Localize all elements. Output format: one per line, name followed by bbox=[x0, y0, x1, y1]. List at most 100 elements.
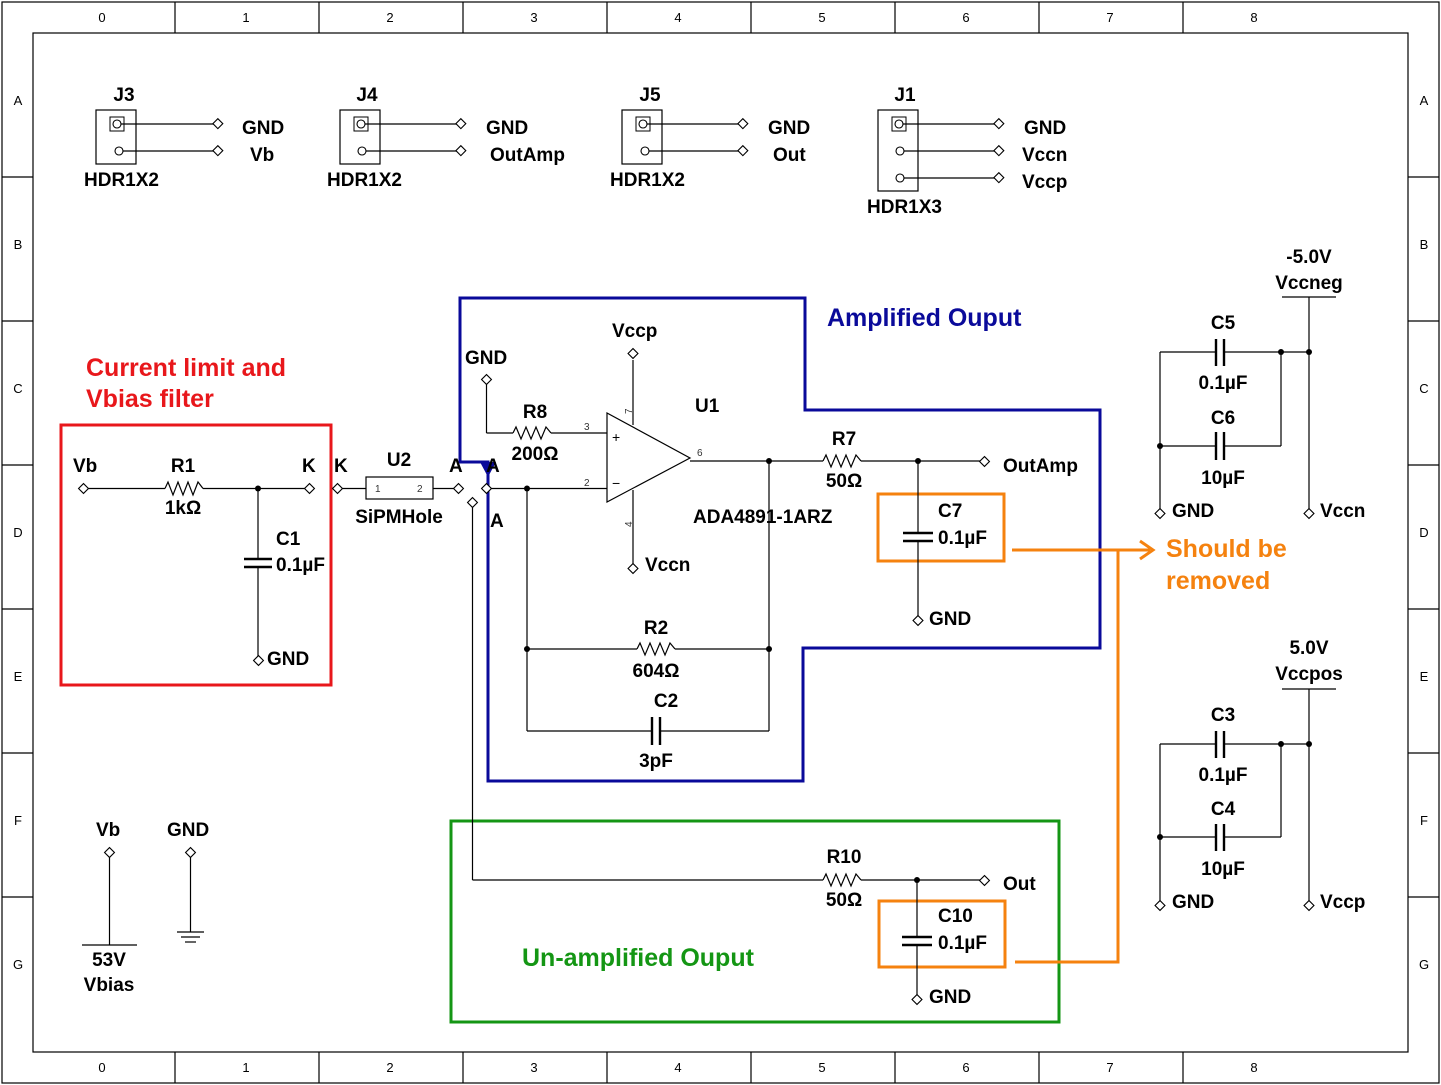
annotation-unamplified: Un-amplified Ouput bbox=[522, 944, 755, 972]
net-label-gnd: GND bbox=[929, 987, 971, 1008]
frame-row-label: E bbox=[14, 669, 23, 684]
u2-pin: 2 bbox=[417, 484, 423, 495]
connector-model: HDR1X2 bbox=[610, 170, 685, 191]
opamp-plus: + bbox=[612, 429, 620, 445]
sipm-u2[interactable]: K 1 2 U2 SiPMHole A bbox=[331, 450, 465, 528]
frame-col-label: 0 bbox=[98, 1060, 105, 1075]
c7-ref: C7 bbox=[938, 501, 962, 522]
connector-j3[interactable]: J3 GND Vb HDR1X2 bbox=[84, 85, 284, 191]
connector-j5[interactable]: J5 GND Out HDR1X2 bbox=[610, 85, 810, 191]
r1-ref: R1 bbox=[171, 456, 196, 477]
ground-icon bbox=[177, 931, 204, 943]
frame-row-label: B bbox=[14, 237, 23, 252]
frame-row-label: E bbox=[1420, 669, 1429, 684]
connector-pin-label: GND bbox=[1024, 118, 1066, 139]
r10-ref: R10 bbox=[827, 847, 862, 868]
frame-col-label: 5 bbox=[818, 1060, 825, 1075]
connector-j4[interactable]: J4 GND OutAmp HDR1X2 bbox=[327, 85, 565, 191]
c1-value: 0.1µF bbox=[276, 555, 325, 576]
connector-ref: J1 bbox=[894, 85, 916, 106]
annotation-current-limit: Vbias filter bbox=[86, 385, 214, 413]
annotation-should-remove: removed bbox=[1166, 567, 1270, 595]
frame-col-label: 7 bbox=[1106, 10, 1113, 25]
u1-pin: 4 bbox=[624, 521, 635, 527]
opamp-minus: − bbox=[612, 475, 620, 491]
c10-ref: C10 bbox=[938, 906, 973, 927]
frame-row-label: C bbox=[13, 381, 22, 396]
negative-supply: -5.0V Vccneg Vccn C5 0.1µF C6 10µF GND bbox=[1154, 247, 1365, 522]
frame-col-label: 2 bbox=[386, 10, 393, 25]
unamplified-output-box bbox=[449, 819, 1061, 1024]
c10-value: 0.1µF bbox=[938, 933, 987, 954]
frame-col-label: 1 bbox=[242, 1060, 249, 1075]
connector-model: HDR1X2 bbox=[327, 170, 402, 191]
frame-col-label: 4 bbox=[674, 10, 681, 25]
c2-ref: C2 bbox=[654, 691, 678, 712]
r7-value: 50Ω bbox=[826, 471, 862, 492]
vccpos-value: 5.0V bbox=[1289, 638, 1328, 659]
frame-col-label: 3 bbox=[530, 10, 537, 25]
opamp-u1[interactable] bbox=[606, 411, 692, 503]
connector-pin-label: GND bbox=[486, 118, 528, 139]
net-label-a: A bbox=[490, 511, 504, 532]
net-label-a: A bbox=[486, 456, 500, 477]
r2-value: 604Ω bbox=[633, 661, 680, 682]
net-label-gnd: GND bbox=[267, 649, 309, 670]
r10-value: 50Ω bbox=[826, 890, 862, 911]
frame-col-label: 7 bbox=[1106, 1060, 1113, 1075]
net-label-k: K bbox=[302, 456, 316, 477]
c6-ref: C6 bbox=[1211, 408, 1235, 429]
connector-pin-label: GND bbox=[768, 118, 810, 139]
net-label-vccn: Vccn bbox=[1320, 501, 1365, 522]
connector-model: HDR1X2 bbox=[84, 170, 159, 191]
net-label-vccp: Vccp bbox=[612, 321, 657, 342]
amplified-output-box bbox=[458, 296, 1102, 783]
connector-pin-label: OutAmp bbox=[490, 145, 565, 166]
net-label-vccn: Vccn bbox=[645, 555, 690, 576]
positive-supply: 5.0V Vccpos Vccp C3 0.1µF C4 10µF GND bbox=[1154, 638, 1365, 913]
u2-ref: U2 bbox=[387, 450, 411, 471]
annotation-should-remove: Should be bbox=[1166, 535, 1287, 563]
connector-j1[interactable]: J1 GND Vccn Vccp HDR1X3 bbox=[867, 85, 1067, 218]
r2-ref: R2 bbox=[644, 618, 668, 639]
frame-col-label: 5 bbox=[818, 10, 825, 25]
u1-ref: U1 bbox=[695, 396, 720, 417]
frame-col-label: 3 bbox=[530, 1060, 537, 1075]
frame-col-label: 8 bbox=[1250, 10, 1257, 25]
frame-row-label: F bbox=[14, 813, 22, 828]
c3-value: 0.1µF bbox=[1199, 765, 1248, 786]
connector-pin-label: Vccp bbox=[1022, 172, 1067, 193]
u1-pin: 7 bbox=[624, 408, 635, 414]
frame-row-label: F bbox=[1420, 813, 1428, 828]
bias-supply: Vb 53V Vbias GND bbox=[82, 820, 209, 996]
frame-row-label: A bbox=[14, 93, 23, 108]
u2-value: SiPMHole bbox=[355, 507, 443, 528]
frame-col-label: 6 bbox=[962, 10, 969, 25]
connector-pin-label: Vb bbox=[250, 145, 274, 166]
net-label-gnd: GND bbox=[1172, 501, 1214, 522]
current-limit-box bbox=[59, 423, 333, 687]
frame-row-label: G bbox=[13, 957, 23, 972]
frame-row-label: D bbox=[13, 525, 22, 540]
connector-pin-label: Out bbox=[773, 145, 806, 166]
vccpos-name: Vccpos bbox=[1275, 664, 1343, 685]
connector-model: HDR1X3 bbox=[867, 197, 942, 218]
frame-row-label: B bbox=[1420, 237, 1429, 252]
annotation-amplified: Amplified Ouput bbox=[827, 304, 1022, 332]
frame-col-label: 0 bbox=[98, 10, 105, 25]
remove-arrow bbox=[1012, 539, 1156, 964]
net-label-gnd: GND bbox=[167, 820, 209, 841]
net-label-gnd: GND bbox=[1172, 892, 1214, 913]
u1-pin: 6 bbox=[697, 448, 703, 459]
vbias-name: Vbias bbox=[84, 975, 135, 996]
unamplified-stage: R10 50Ω Out C10 0.1µF GND bbox=[472, 847, 1036, 1008]
vccneg-name: Vccneg bbox=[1275, 273, 1343, 294]
c2-value: 3pF bbox=[639, 751, 673, 772]
c5-value: 0.1µF bbox=[1199, 373, 1248, 394]
connector-pin-label: Vccn bbox=[1022, 145, 1067, 166]
vccneg-value: -5.0V bbox=[1286, 247, 1332, 268]
frame-row-label: D bbox=[1419, 525, 1428, 540]
c4-ref: C4 bbox=[1211, 799, 1236, 820]
vbias-value: 53V bbox=[92, 950, 126, 971]
